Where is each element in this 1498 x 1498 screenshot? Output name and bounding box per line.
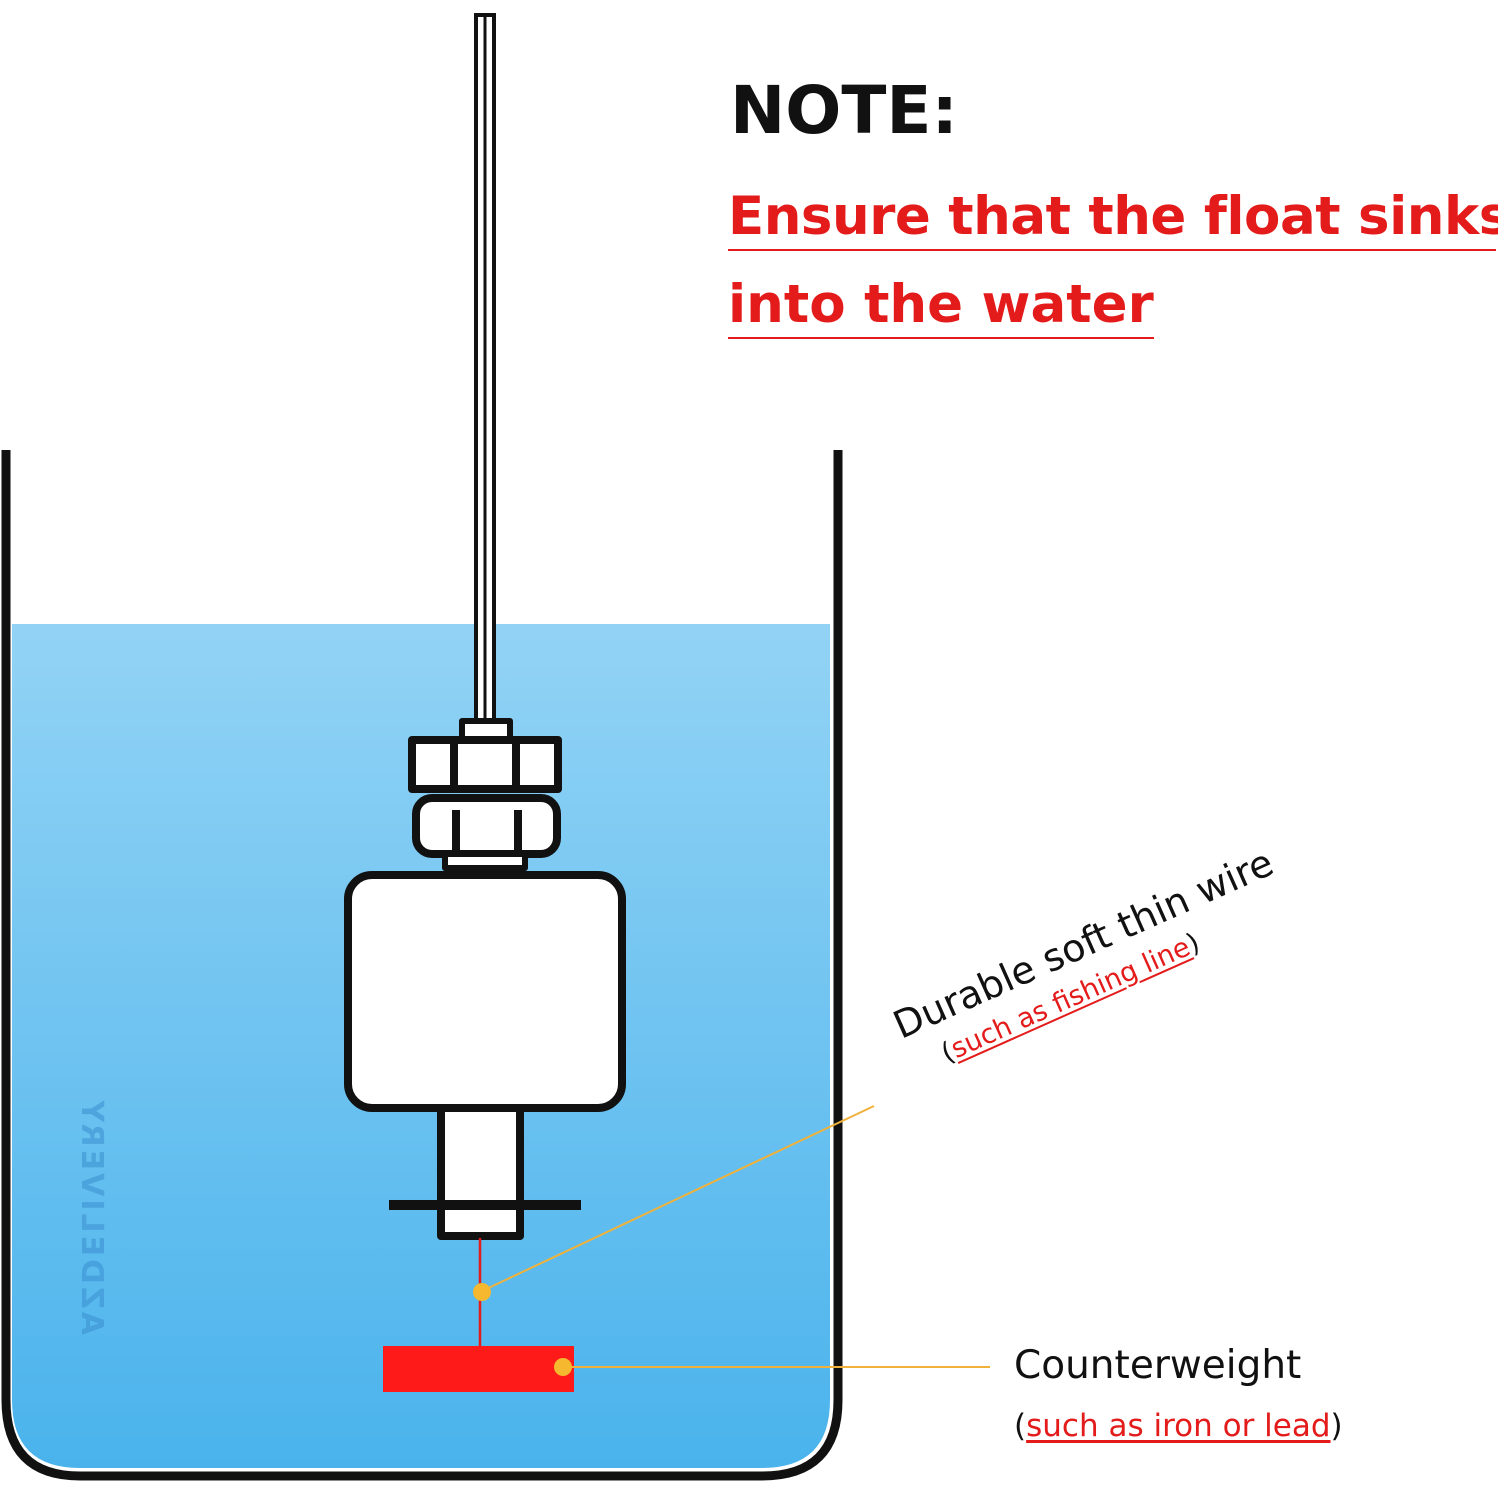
cable	[474, 13, 496, 725]
counterweight-label-main: Counterweight	[1014, 1343, 1302, 1388]
note-text-line-1: Ensure that the float sinks	[728, 190, 1498, 251]
wire-leader-line	[479, 1105, 875, 1293]
note-title: NOTE:	[730, 72, 958, 149]
counterweight-label-open-paren: (	[1014, 1408, 1027, 1444]
counterweight-label-sub: (such as iron or lead)	[1014, 1411, 1343, 1442]
brand-watermark: AZDELIVERY	[74, 1097, 109, 1335]
counterweight-label-sub-text: such as iron or lead	[1026, 1408, 1331, 1444]
float-switch	[344, 718, 626, 1240]
container-outline	[1, 450, 843, 1481]
float-stem	[437, 1104, 524, 1240]
counterweight	[383, 1346, 574, 1392]
counterweight-leader-dot	[554, 1358, 572, 1376]
svg-text:AZDELIVERY: AZDELIVERY	[74, 1097, 109, 1335]
wire-leader-dot	[473, 1283, 491, 1301]
top-nut	[408, 736, 562, 793]
bottom-nut	[412, 794, 561, 858]
note-text-line-2: into the water	[728, 278, 1154, 339]
counterweight-label-close-paren: )	[1330, 1408, 1343, 1444]
float-body	[344, 871, 626, 1112]
